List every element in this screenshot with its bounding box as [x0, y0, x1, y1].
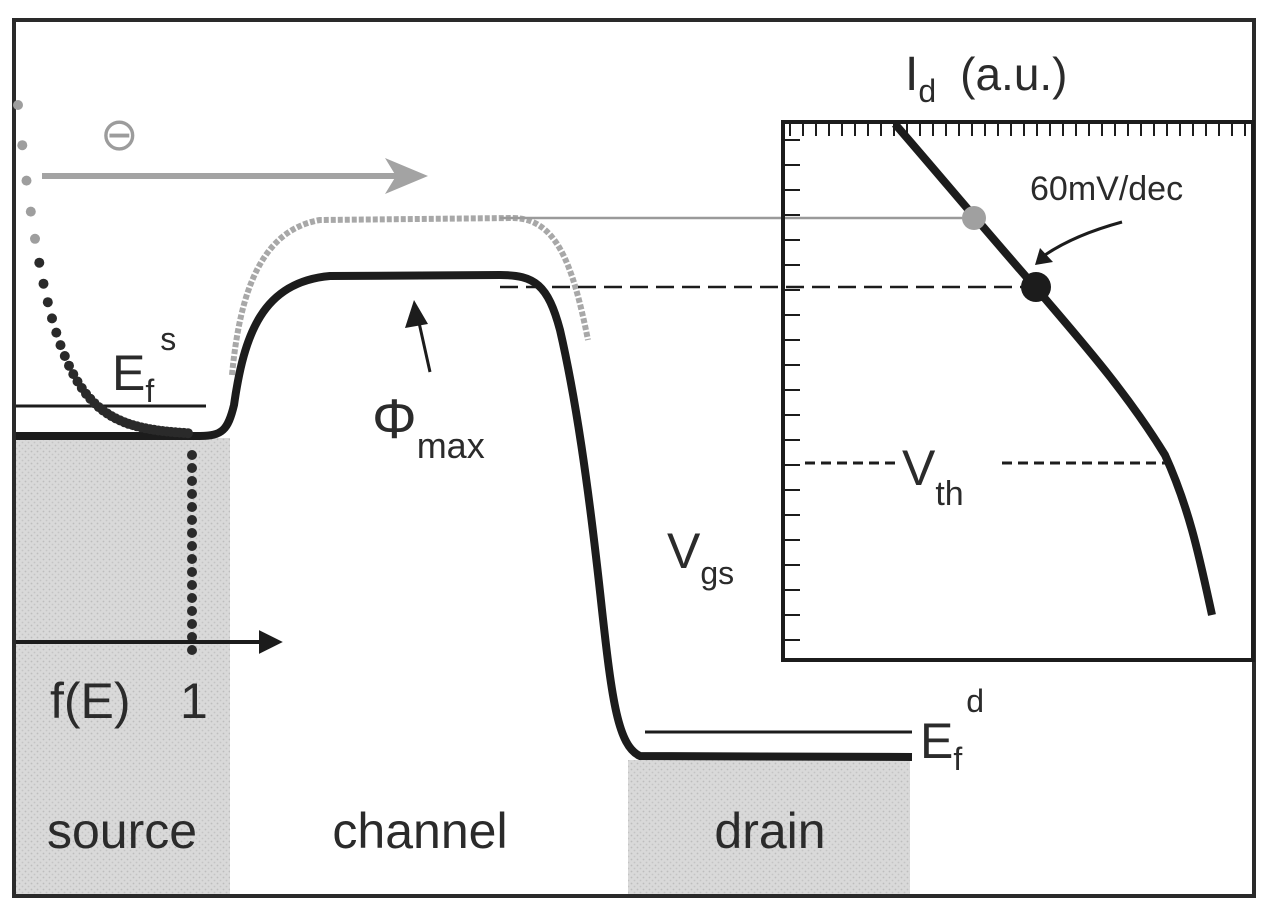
- electron-symbol: ⊖: [100, 107, 139, 161]
- distribution-dot: [30, 233, 40, 244]
- fermi-distribution-curve: [13, 100, 197, 655]
- distribution-dot: [187, 580, 197, 590]
- inset-top-ticks: [789, 124, 1246, 136]
- distribution-dot: [51, 327, 62, 338]
- phi-max-label: Φmax: [372, 387, 485, 466]
- distribution-dot: [187, 528, 197, 538]
- distribution-dot: [187, 502, 197, 512]
- conduction-band: [16, 270, 913, 761]
- inset-y-axis-label: Id(a.u.): [905, 48, 1068, 109]
- drain-fermi-label: Efd: [920, 683, 984, 777]
- distribution-dot: [187, 567, 197, 577]
- distribution-dot: [187, 515, 197, 525]
- distribution-tick-one: 1: [180, 673, 208, 729]
- operating-point-high: [962, 206, 986, 230]
- distribution-axis-label: f(E): [50, 673, 131, 729]
- phi-max-pointer: [416, 317, 432, 373]
- distribution-dot: [25, 206, 36, 217]
- distribution-dot: [187, 489, 197, 499]
- inset-left-ticks: [785, 139, 800, 641]
- phi-max-pointer-head: [405, 300, 428, 328]
- distribution-dot: [187, 541, 197, 551]
- slope-annotation: 60mV/dec: [1030, 170, 1183, 208]
- operating-point-low: [1021, 272, 1051, 302]
- barrier-band-high: [229, 214, 591, 376]
- distribution-dot: [13, 100, 23, 110]
- electron-flow-arrowhead: [385, 158, 428, 194]
- source-fermi-label: Efs: [112, 321, 176, 409]
- distribution-dot: [187, 463, 197, 473]
- drain-region: [628, 760, 910, 894]
- slope-annotation-arrowhead: [1035, 248, 1053, 265]
- distribution-dot: [187, 619, 197, 629]
- distribution-dot: [42, 297, 53, 308]
- source-label: source: [47, 803, 197, 859]
- distribution-dot: [59, 351, 70, 361]
- distribution-dot: [68, 369, 79, 380]
- slope-annotation-arrow: [1044, 220, 1123, 257]
- transfer-curve: [891, 121, 1216, 616]
- distribution-dot: [183, 428, 193, 439]
- distribution-dot: [21, 175, 32, 186]
- distribution-dot: [55, 340, 66, 351]
- distribution-dot: [187, 450, 197, 460]
- drain-label: drain: [714, 803, 825, 859]
- distribution-dot: [187, 554, 197, 564]
- distribution-dot: [187, 632, 197, 642]
- inset-x-axis-label: Vgs: [667, 523, 734, 591]
- distribution-dot: [34, 257, 45, 268]
- inset-frame: [781, 120, 1255, 662]
- distribution-dot: [187, 645, 197, 655]
- inset-transfer-plot: 60mV/dec Vth: [781, 120, 1255, 662]
- distribution-dot: [47, 313, 57, 324]
- distribution-dot: [187, 593, 197, 603]
- distribution-dot: [38, 278, 49, 289]
- distribution-dot: [187, 476, 197, 486]
- distribution-dot: [187, 606, 197, 616]
- channel-label: channel: [332, 803, 507, 859]
- threshold-label: Vth: [902, 440, 964, 513]
- distribution-dot: [17, 140, 28, 151]
- source-region: [16, 438, 230, 894]
- distribution-dot: [64, 360, 74, 371]
